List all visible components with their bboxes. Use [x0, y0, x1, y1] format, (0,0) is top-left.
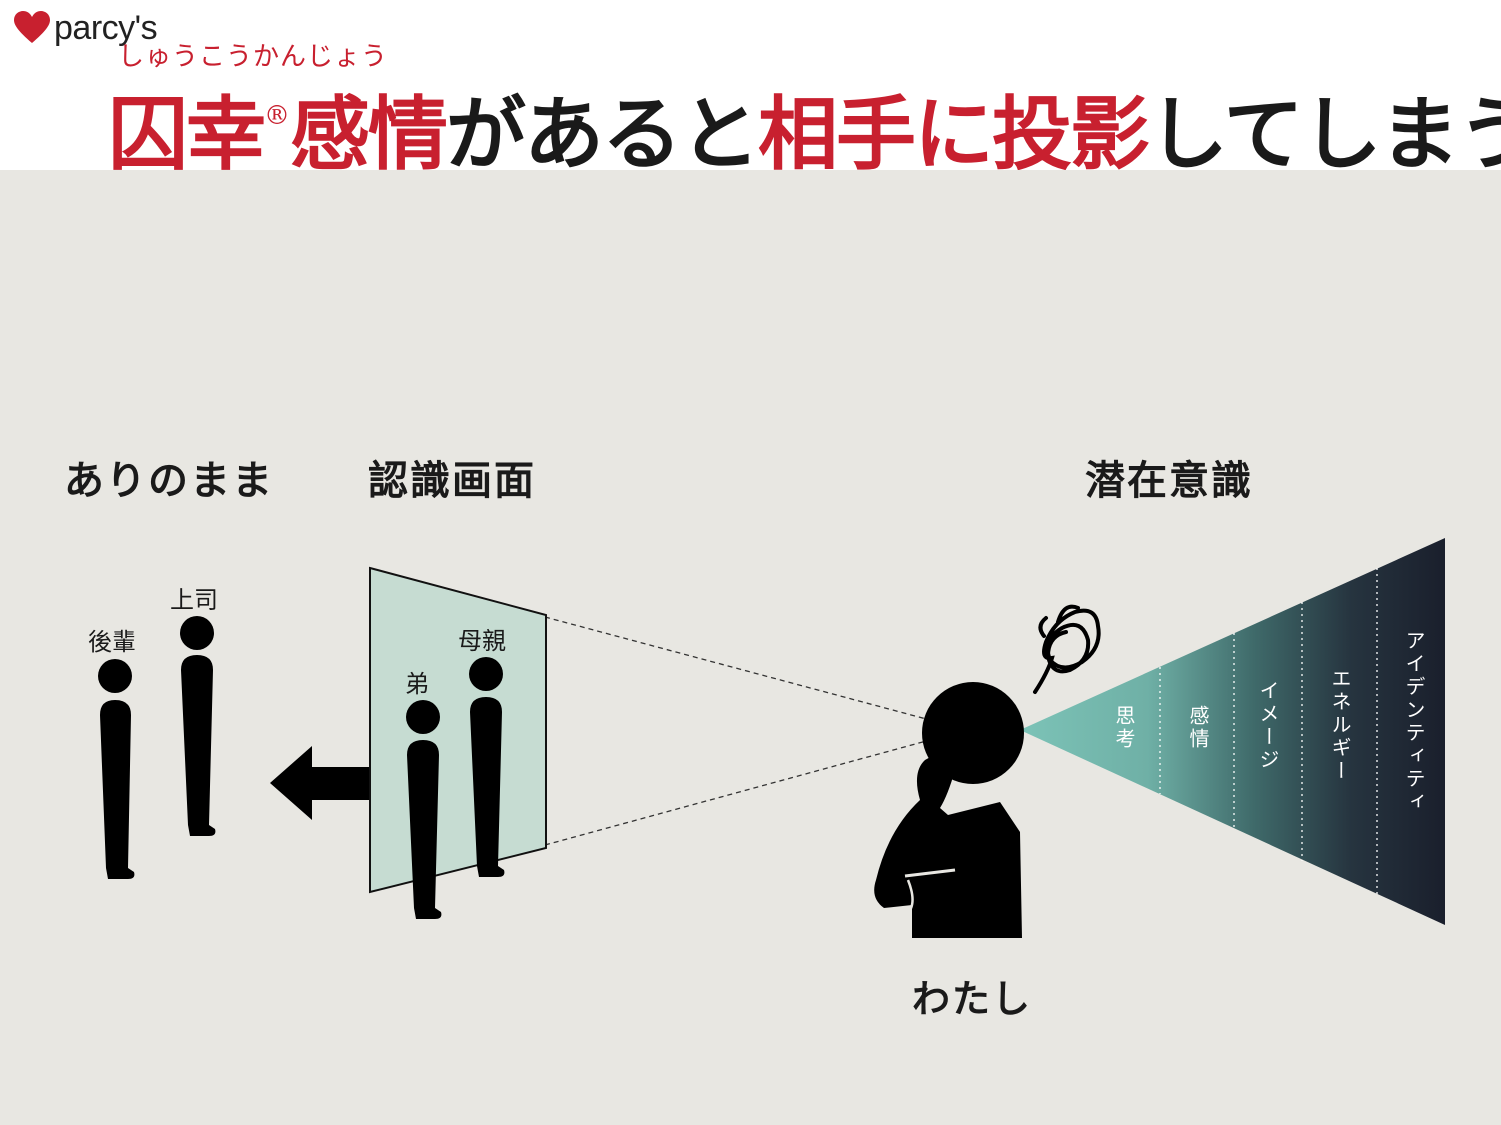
person-junior [98, 659, 135, 879]
label-brother: 弟 [405, 670, 429, 698]
layer-energy: エネルギー [1328, 668, 1352, 783]
title-ruby: しゅうこうかんじょう [118, 42, 389, 72]
logo-text: parcy's [54, 8, 158, 47]
section-screen: 認識画面 [368, 458, 536, 504]
layer-identity: アイデンティティ [1402, 630, 1426, 814]
projection-line-bottom [544, 739, 931, 846]
section-reality: ありのまま [64, 458, 274, 504]
person-boss [180, 616, 216, 836]
title-part-5: してしまう [1148, 87, 1501, 181]
person-icon-head [98, 659, 132, 693]
projection-line-top [544, 616, 931, 721]
person-brother [406, 700, 442, 919]
person-icon-head [469, 657, 503, 691]
person-icon-head [406, 700, 440, 734]
thinking-person-icon [874, 682, 1024, 938]
title-part-3: があると [446, 87, 760, 181]
person-mother [469, 657, 505, 877]
title-part-4: 相手に投影 [758, 87, 1150, 181]
page-title: 囚幸®感情があると相手に投影してしまう [108, 68, 1501, 182]
layer-image: イメージ [1256, 680, 1280, 772]
recognition-screen [369, 566, 547, 894]
label-me: わたし [912, 977, 1033, 1021]
cone-dividers [1159, 568, 1378, 895]
person-icon-body [407, 740, 442, 919]
tangle-icon [1033, 604, 1101, 694]
person-icon-body [181, 655, 216, 836]
person-icon-body [470, 697, 505, 877]
title-part-2: 感情 [290, 87, 448, 181]
title-part-1: 囚幸 [108, 87, 266, 181]
label-boss: 上司 [170, 586, 218, 614]
person-icon-body [100, 700, 135, 879]
label-junior: 後輩 [88, 628, 136, 656]
header: parcy's しゅうこうかんじょう 囚幸®感情があると相手に投影してしまう [0, 0, 1501, 181]
label-mother: 母親 [458, 627, 506, 655]
left-arrow-icon [270, 746, 372, 820]
layer-emotion: 感情 [1186, 705, 1210, 751]
logo: parcy's [14, 8, 158, 48]
layer-thought: 思考 [1112, 705, 1136, 751]
subconscious-cone [1020, 538, 1445, 925]
section-subconscious: 潜在意識 [1085, 458, 1253, 504]
registered-mark: ® [264, 101, 290, 131]
heart-icon [14, 11, 50, 43]
person-icon-head [180, 616, 214, 650]
